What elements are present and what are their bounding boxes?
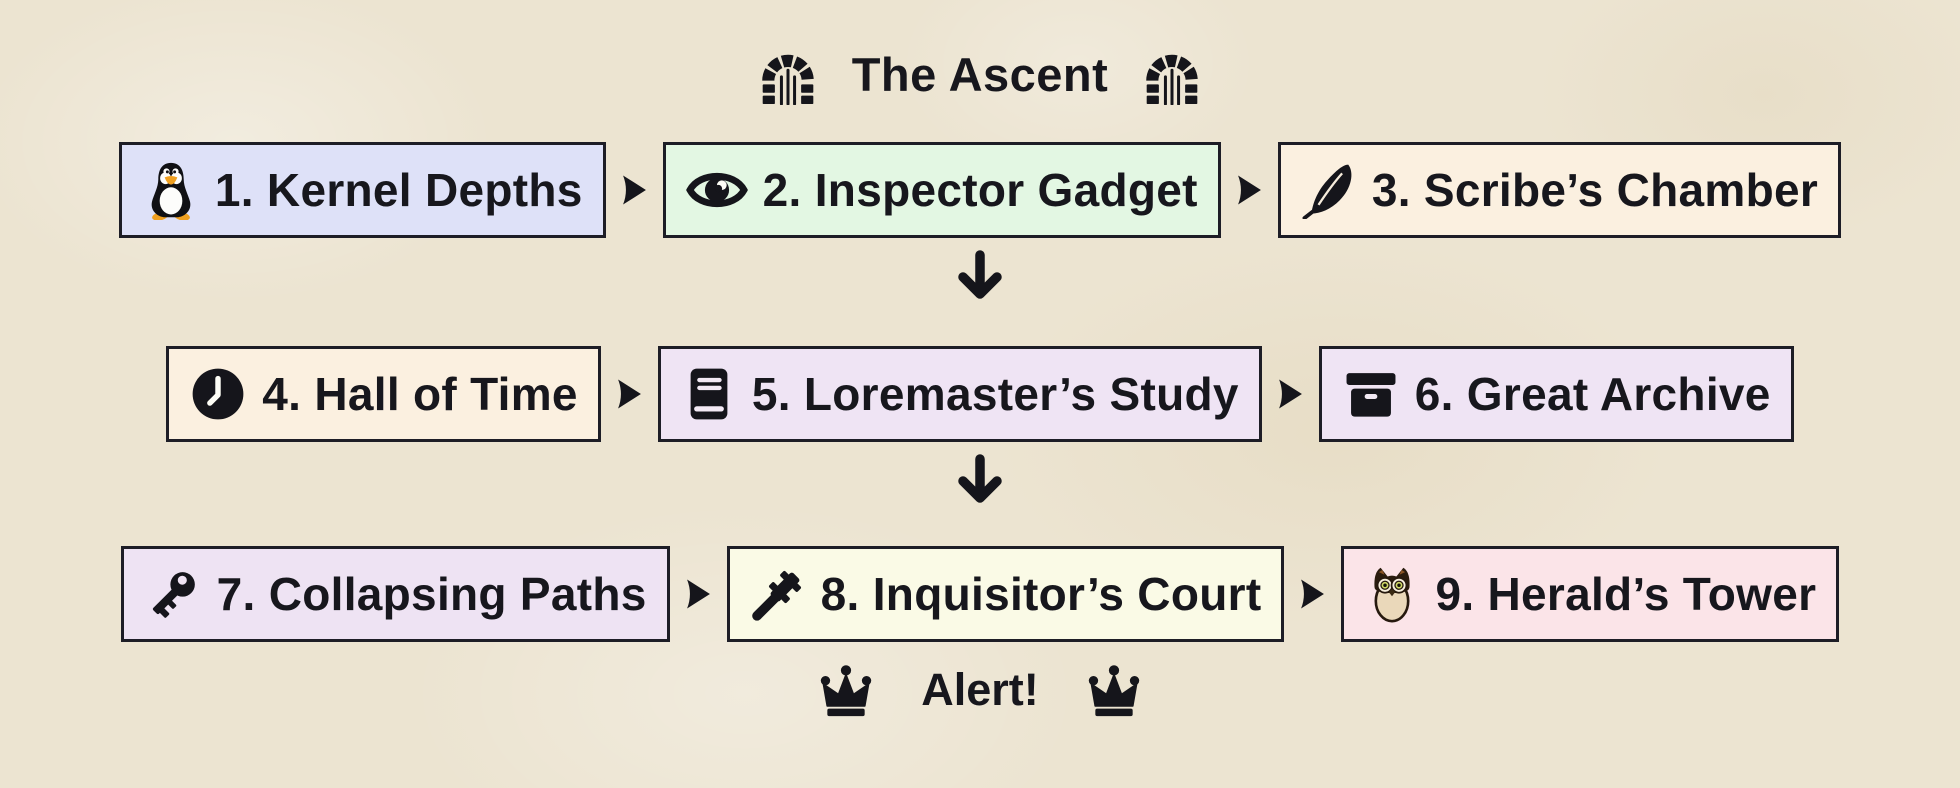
- node-label: 3. Scribe’s Chamber: [1371, 164, 1819, 216]
- down-arrow-icon: [958, 250, 1002, 299]
- right-arrowhead-icon: [622, 175, 646, 205]
- tux-penguin-icon: [151, 162, 191, 220]
- crown-icon: [1088, 665, 1139, 717]
- node-great-archive: 6. Great Archive: [1318, 346, 1794, 442]
- diagram-title: The Ascent: [851, 47, 1109, 101]
- flow-row-1: 1. Kernel Depths 2. Inspector Gadget 3.: [118, 142, 1842, 238]
- node-label: 6. Great Archive: [1414, 368, 1771, 420]
- book-icon: [690, 368, 728, 420]
- right-arrowhead-icon: [1278, 379, 1302, 409]
- node-kernel-depths: 1. Kernel Depths: [118, 142, 606, 238]
- archive-box-icon: [1346, 373, 1396, 417]
- node-heralds-tower: 9. Herald’s Tower: [1341, 546, 1840, 642]
- right-arrowhead-icon: [617, 379, 641, 409]
- node-label: 8. Inquisitor’s Court: [820, 568, 1262, 620]
- diagram-title-row: The Ascent: [758, 40, 1203, 108]
- node-label: 4. Hall of Time: [262, 368, 578, 420]
- node-label: 2. Inspector Gadget: [762, 164, 1198, 216]
- node-scribes-chamber: 3. Scribe’s Chamber: [1277, 142, 1842, 238]
- node-collapsing-paths: 7. Collapsing Paths: [120, 546, 670, 642]
- arch-icon: [761, 54, 814, 105]
- node-inspector-gadget: 2. Inspector Gadget: [662, 142, 1221, 238]
- clock-icon: [192, 368, 244, 420]
- alert-label: Alert!: [921, 664, 1039, 715]
- node-label: 9. Herald’s Tower: [1435, 568, 1817, 620]
- node-label: 7. Collapsing Paths: [216, 568, 647, 620]
- node-hall-of-time: 4. Hall of Time: [166, 346, 601, 442]
- owl-icon: [1374, 567, 1411, 623]
- feather-quill-icon: [1302, 164, 1352, 219]
- crown-icon: [821, 665, 872, 717]
- down-arrow-connector: [953, 248, 1007, 306]
- flow-row-2: 4. Hall of Time 5. Loremaster’s Study 6.…: [166, 346, 1794, 442]
- node-inquisitors-court: 8. Inquisitor’s Court: [726, 546, 1285, 642]
- flow-row-3: 7. Collapsing Paths 8. Inquisitor’s Cour…: [120, 546, 1840, 642]
- arch-icon: [1146, 54, 1199, 105]
- eye-icon: [685, 173, 748, 207]
- node-label: 1. Kernel Depths: [214, 164, 583, 216]
- right-arrowhead-icon: [686, 579, 710, 609]
- right-arrowhead-icon: [1237, 175, 1261, 205]
- gavel-icon: [751, 571, 801, 621]
- node-loremasters-study: 5. Loremaster’s Study: [657, 346, 1262, 442]
- alert-row: Alert!: [815, 658, 1145, 722]
- right-arrowhead-icon: [1301, 579, 1325, 609]
- down-arrow-connector: [953, 452, 1007, 510]
- node-label: 5. Loremaster’s Study: [751, 368, 1239, 420]
- key-icon: [152, 572, 195, 618]
- down-arrow-icon: [958, 454, 1002, 503]
